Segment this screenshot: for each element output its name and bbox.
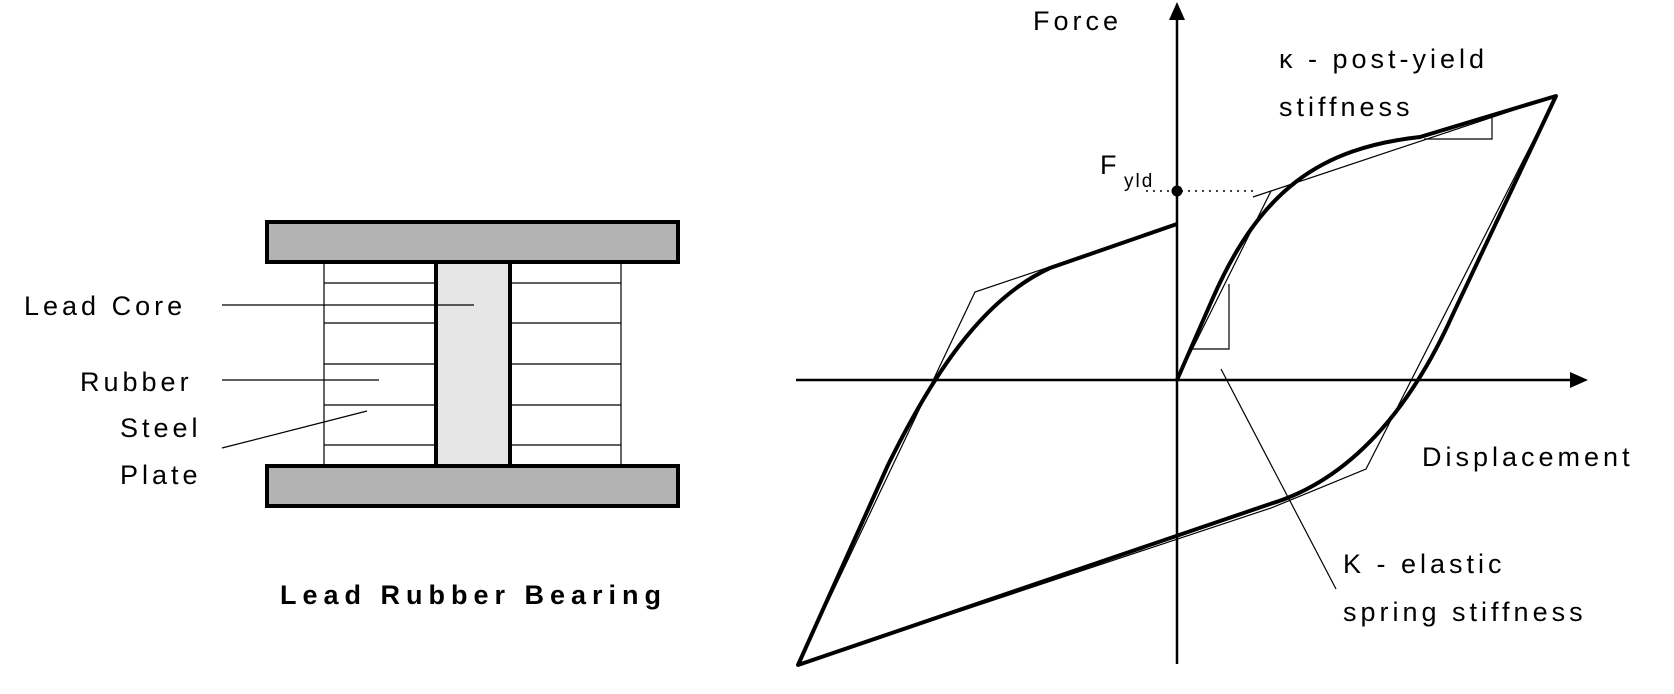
x-axis-arrowhead (1570, 372, 1588, 388)
lead-core-label: Lead Core (24, 291, 186, 321)
post-yield-stiffness-label-line2: stiffness (1279, 92, 1414, 122)
post-yield-stiffness-triangle (1424, 116, 1493, 140)
hysteresis-diagram: Force Displacement F yld κ - post-yield … (796, 2, 1634, 667)
bilinear-idealization (796, 94, 1558, 667)
force-axis-label: Force (1033, 6, 1122, 36)
y-axis-arrowhead (1169, 2, 1185, 20)
displacement-axis-label: Displacement (1422, 442, 1634, 472)
rubber-layers-left (323, 262, 436, 466)
rubber-label: Rubber (80, 367, 193, 397)
post-yield-stiffness-label-line1: κ - post-yield (1279, 44, 1488, 74)
elastic-stiffness-leader (1220, 368, 1337, 590)
elastic-stiffness-label-line2: spring stiffness (1343, 597, 1587, 627)
bearing-title: Lead Rubber Bearing (280, 580, 667, 610)
bottom-end-plate (265, 464, 680, 508)
elastic-stiffness-label-line1: K - elastic (1343, 549, 1506, 579)
yield-force-point (1171, 185, 1183, 197)
rubber-layers-right (510, 262, 622, 466)
x-axis (796, 372, 1588, 388)
steel-plate-label-line1: Steel (120, 413, 202, 443)
steel-plate-label-line2: Plate (120, 460, 202, 490)
bearing-diagram: Lead Core Rubber Steel Plate Lead Rubber… (24, 220, 680, 610)
elastic-stiffness-triangle (1193, 284, 1230, 350)
top-end-plate (265, 220, 680, 264)
lead-core (434, 260, 512, 468)
yield-force-subscript: yld (1124, 171, 1154, 192)
yield-force-label: F (1100, 150, 1121, 180)
bilinear-extension-upper (1252, 190, 1272, 198)
bearing-leader-lines (221, 304, 474, 449)
hysteresis-loop (796, 94, 1558, 667)
y-axis (1169, 2, 1185, 664)
